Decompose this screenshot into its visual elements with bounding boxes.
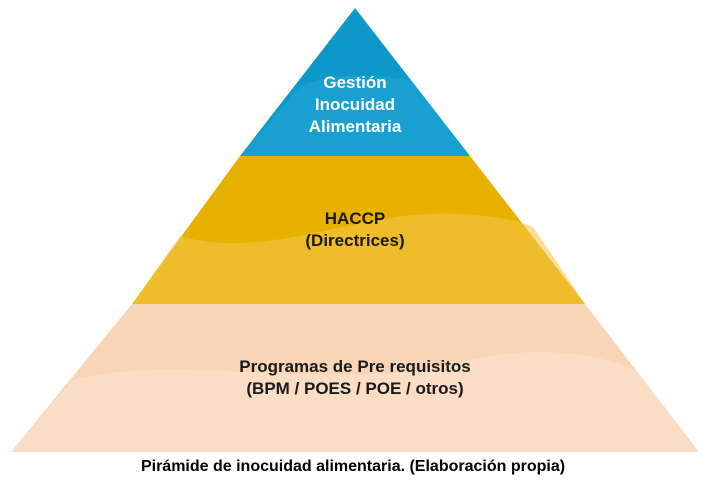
pyramid-tier-middle-highlight xyxy=(132,213,585,304)
tier-middle-line-1: HACCP xyxy=(324,209,386,228)
tier-middle-line-2: (Directrices) xyxy=(305,231,405,250)
tier-label-middle: HACCP (Directrices) xyxy=(205,208,505,252)
tier-bottom-line-1: Programas de Pre requisitos xyxy=(239,357,471,376)
tier-top-line-3: Alimentaria xyxy=(308,117,402,136)
tier-label-bottom: Programas de Pre requisitos (BPM / POES … xyxy=(150,356,560,400)
pyramid-tier-top xyxy=(240,8,470,156)
tier-bottom-line-2: (BPM / POES / POE / otros) xyxy=(246,379,464,398)
pyramid-tier-top-highlight xyxy=(240,75,470,156)
figure-caption: Pirámide de inocuidad alimentaria. (Elab… xyxy=(140,458,566,475)
tier-top-line-2: Inocuidad xyxy=(314,95,396,114)
pyramid-tier-bottom-highlight xyxy=(11,352,699,452)
tier-label-top: Gestión Inocuidad Alimentaria xyxy=(255,72,455,138)
tier-top-line-1: Gestión xyxy=(323,73,387,92)
